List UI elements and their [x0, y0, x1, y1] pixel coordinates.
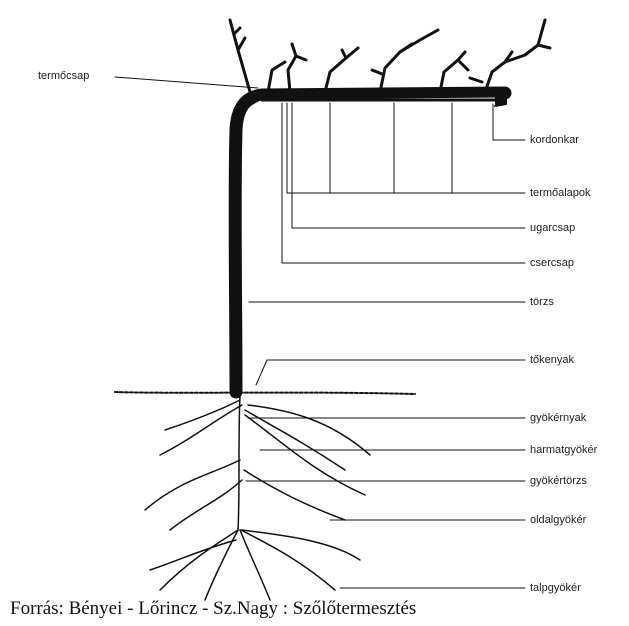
leader-lines: [115, 77, 525, 588]
spurs: [230, 20, 550, 92]
roots: [145, 395, 370, 600]
label-termoalapok: termőalapok: [530, 187, 591, 200]
source-caption: Forrás: Bényei - Lőrincz - Sz.Nagy : Sző…: [10, 598, 416, 620]
label-talpgyoker: talpgyökér: [530, 582, 581, 595]
fruiting-base-lines: [287, 103, 452, 193]
trunk: [235, 93, 505, 392]
label-termocsap: termőcsap: [38, 70, 89, 83]
label-csercsap: csercsap: [530, 257, 574, 270]
label-ugarcsap: ugarcsap: [530, 222, 575, 235]
ground-line: [115, 392, 415, 394]
label-oldalgyoker: oldalgyökér: [530, 514, 586, 527]
label-kordonkar: kordonkar: [530, 134, 579, 147]
label-gyokertorzs: gyökértörzs: [530, 475, 587, 488]
label-harmatgyoker: harmatgyökér: [530, 444, 597, 457]
label-tokenyak: tőkenyak: [530, 354, 574, 367]
label-gyokernyak: gyökérnyak: [530, 412, 586, 425]
label-torzs: törzs: [530, 296, 554, 309]
